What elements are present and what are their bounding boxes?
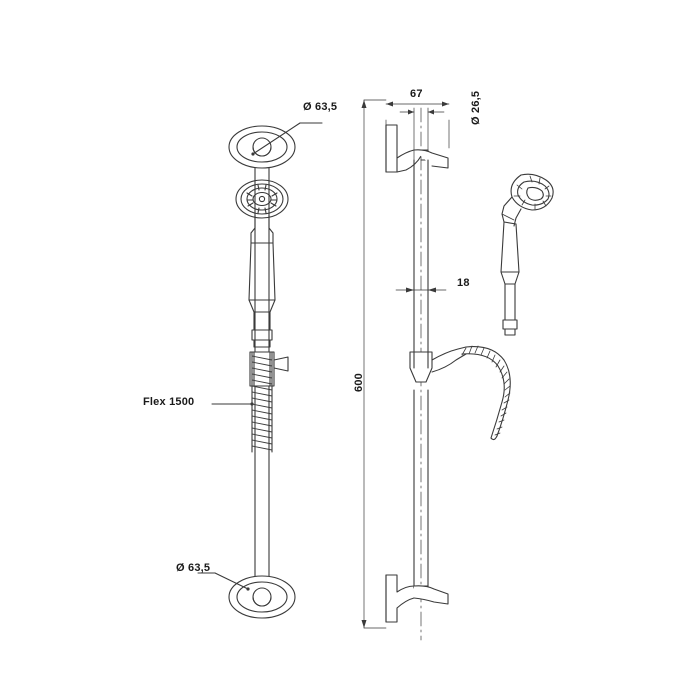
right-top-bracket (385, 124, 449, 173)
label-diameter-bottom: Ø 63,5 (176, 562, 211, 574)
leader-top-diameter (251, 122, 323, 156)
label-width-67: 67 (410, 88, 423, 100)
left-bottom-rosette (228, 575, 296, 619)
leader-flex (211, 402, 254, 406)
label-flex: Flex 1500 (143, 396, 195, 408)
right-bottom-bracket (385, 574, 449, 623)
label-diameter-26-5: Ø 26,5 (470, 90, 482, 125)
left-hose-connector (251, 329, 273, 348)
right-handset (500, 173, 554, 336)
left-flex-hose (251, 351, 273, 453)
right-rail (413, 159, 429, 589)
label-gap-18: 18 (457, 277, 470, 289)
right-flex-hose (461, 345, 511, 441)
leader-bottom-diameter (197, 572, 250, 591)
label-height-600: 600 (353, 373, 365, 392)
left-handset-neck (248, 214, 276, 331)
dim-18 (395, 287, 447, 293)
left-handset-head (235, 179, 289, 219)
right-slider-bracket (409, 346, 467, 383)
dim-600 (361, 99, 387, 629)
label-diameter-top: Ø 63,5 (303, 101, 338, 113)
left-rail (254, 167, 270, 579)
